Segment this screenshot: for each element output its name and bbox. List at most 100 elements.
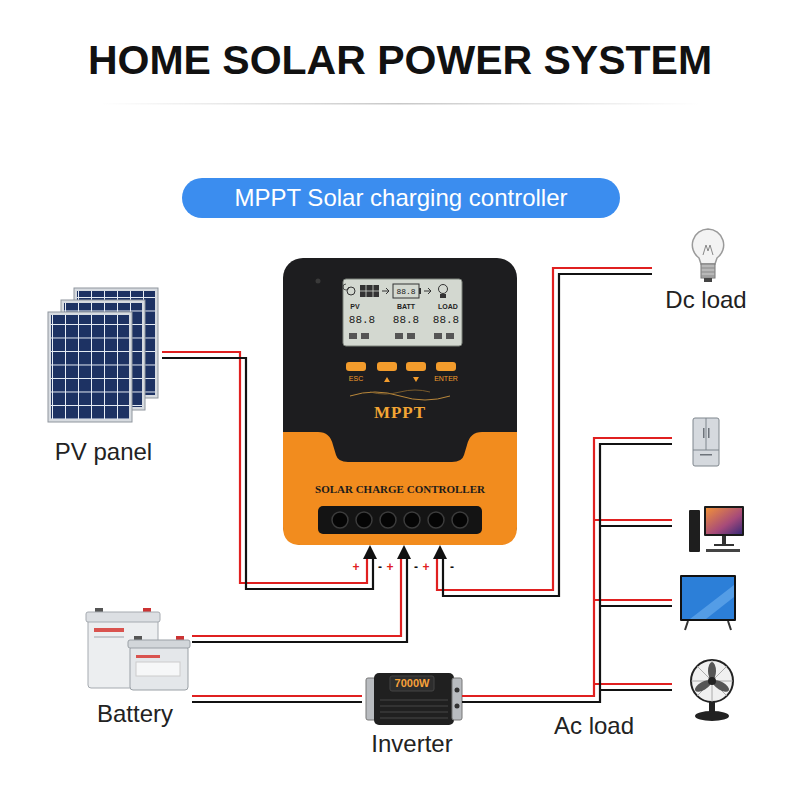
bulb-icon	[701, 268, 715, 276]
wire-pair	[462, 438, 672, 702]
control-buttons	[384, 377, 390, 382]
fan-icon	[691, 660, 733, 721]
terminal-arrowhead	[397, 545, 411, 559]
computer-icon	[689, 510, 700, 552]
battery-icon	[86, 612, 160, 622]
pv-panel: PV panel	[45, 286, 162, 472]
solar-panel-icon	[48, 312, 132, 422]
power-rating: 7000W	[372, 676, 452, 690]
fan-icon	[691, 660, 733, 702]
negative-wire	[443, 274, 652, 596]
battery-icon	[130, 646, 188, 690]
charge-controller: MPPT SOLAR CHARGE CONTROLLER	[283, 258, 517, 545]
battery-icon	[86, 608, 190, 690]
lcd-screen	[419, 288, 421, 294]
button-label: ENTER	[434, 375, 458, 383]
polarity-mark: +	[352, 560, 359, 574]
tv-icon	[682, 577, 734, 619]
lcd-screen	[360, 285, 379, 297]
bulb-icon	[692, 229, 723, 282]
controller-body	[283, 258, 517, 545]
battery: Battery	[82, 605, 192, 730]
ac-branch-wire	[594, 520, 672, 690]
lcd-screen	[424, 288, 431, 294]
controller-body	[316, 279, 321, 284]
solar-panel-icon	[48, 288, 158, 422]
fridge-icon	[700, 454, 712, 456]
control-buttons	[406, 362, 426, 371]
title-rule	[100, 103, 700, 105]
ac-branch-wire	[600, 526, 672, 690]
tv-icon	[685, 621, 731, 630]
fridge-icon	[693, 418, 719, 466]
negative-wire	[162, 358, 373, 589]
inverter-icon	[380, 700, 448, 718]
controller-body	[452, 512, 468, 528]
lcd-digits: 88.8	[393, 314, 419, 327]
lcd-digits: 88.8	[433, 314, 459, 327]
inverter-icon	[452, 678, 462, 720]
bulb-icon	[701, 264, 715, 278]
fan-icon	[708, 677, 716, 685]
pill-label: MPPT Solar charging controller	[182, 178, 620, 218]
brand-text: MPPT	[283, 403, 517, 423]
device-label: PV panel	[45, 438, 162, 466]
button-label: ESC	[349, 375, 363, 383]
wire-pair	[192, 696, 362, 702]
positive-wire	[192, 559, 401, 636]
wire-pair	[192, 545, 411, 642]
controller-body	[332, 512, 468, 528]
ac-load-group: Ac load	[672, 412, 756, 730]
battery-icon	[136, 662, 180, 676]
diagram-title: HOME SOLAR POWER SYSTEM	[0, 36, 800, 84]
inverter-icon	[366, 673, 462, 725]
battery-icon	[94, 628, 124, 632]
device-caption: SOLAR CHARGE CONTROLLER	[283, 482, 517, 496]
lcd-screen	[360, 285, 379, 297]
title-pill: MPPT Solar charging controller	[182, 178, 620, 218]
lcd-digits: 88.8	[396, 287, 415, 296]
ac-branch-wire	[594, 520, 672, 684]
lcd-screen	[343, 284, 349, 290]
controller-body	[380, 512, 396, 528]
lcd-screen	[440, 294, 446, 298]
battery-icon	[128, 640, 190, 648]
polarity-mark: +	[422, 560, 429, 574]
lcd-label: LOAD	[438, 303, 458, 311]
bulb-icon	[703, 245, 713, 255]
fridge-icon	[703, 428, 705, 438]
lcd-label: BATT	[397, 303, 415, 311]
fan-icon	[695, 711, 729, 721]
controller-body	[332, 512, 348, 528]
control-buttons	[436, 362, 456, 371]
battery-icon	[136, 655, 160, 658]
positive-wire	[437, 268, 652, 590]
controller-body	[404, 512, 420, 528]
device-label: Inverter	[362, 730, 462, 758]
control-buttons	[413, 377, 419, 382]
positive-wire	[462, 438, 672, 696]
inverter: 7000W Inverter	[362, 665, 462, 762]
lcd-screen	[407, 333, 415, 339]
bulb-icon	[692, 229, 723, 264]
controller-body	[283, 258, 517, 545]
computer-icon	[689, 506, 744, 552]
lcd-screen	[347, 287, 355, 295]
lcd-screen	[393, 284, 419, 298]
terminal-arrowhead	[363, 545, 377, 559]
polarity-mark: -	[414, 560, 418, 574]
lcd-label: PV	[350, 303, 359, 311]
lcd-screen	[349, 333, 357, 339]
controller-body	[356, 512, 372, 528]
lcd-screen	[343, 279, 462, 346]
title-rule	[100, 103, 700, 105]
positive-wire	[162, 352, 367, 583]
fridge-icon	[693, 418, 719, 450]
lcd-screen	[446, 333, 454, 339]
bulb-icon	[704, 278, 712, 282]
tv-icon	[680, 575, 736, 621]
polarity-mark: +	[386, 560, 393, 574]
controller-body	[318, 506, 482, 534]
lcd-digits: 88.8	[349, 314, 375, 327]
controller-body	[428, 512, 444, 528]
